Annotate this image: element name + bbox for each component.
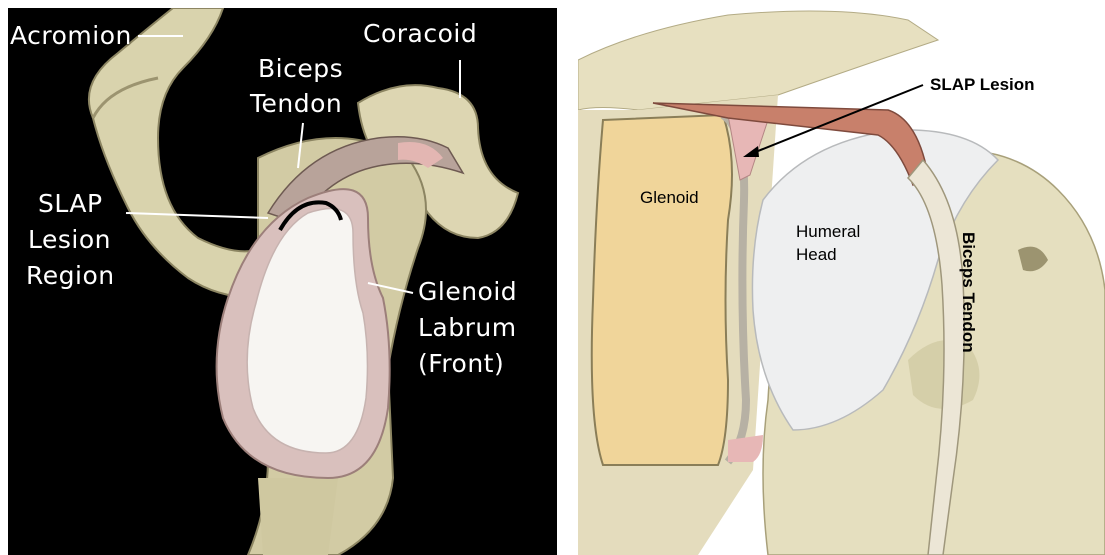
glenoid-label: Glenoid (640, 188, 699, 208)
humeral-head-label-line2: Head (796, 245, 837, 265)
slap-lesion-region-label-line2: Lesion (28, 222, 111, 258)
left-illustration-panel: Acromion Coracoid Biceps Tendon SLAP Les… (8, 8, 557, 555)
biceps-tendon-label-line1: Biceps (258, 51, 343, 87)
glenoid-labrum-label-line1: Glenoid (418, 274, 517, 310)
humeral-head-label-line1: Humeral (796, 222, 860, 242)
slap-lesion-region-label-line3: Region (26, 258, 115, 294)
coracoid-label: Coracoid (363, 16, 477, 52)
acromion-label: Acromion (10, 18, 132, 54)
biceps-tendon-label: Biceps Tendon (958, 232, 978, 353)
slap-lesion-label: SLAP Lesion (930, 75, 1035, 95)
slap-lesion-region-label-line1: SLAP (38, 186, 103, 222)
glenoid-cross-section (592, 115, 732, 465)
glenoid-labrum-label-line3: (Front) (418, 346, 504, 382)
right-illustration-panel: SLAP Lesion Glenoid Humeral Head Biceps … (578, 0, 1105, 555)
biceps-tendon-label-line2: Tendon (250, 86, 342, 122)
glenoid-labrum-label-line2: Labrum (418, 310, 517, 346)
